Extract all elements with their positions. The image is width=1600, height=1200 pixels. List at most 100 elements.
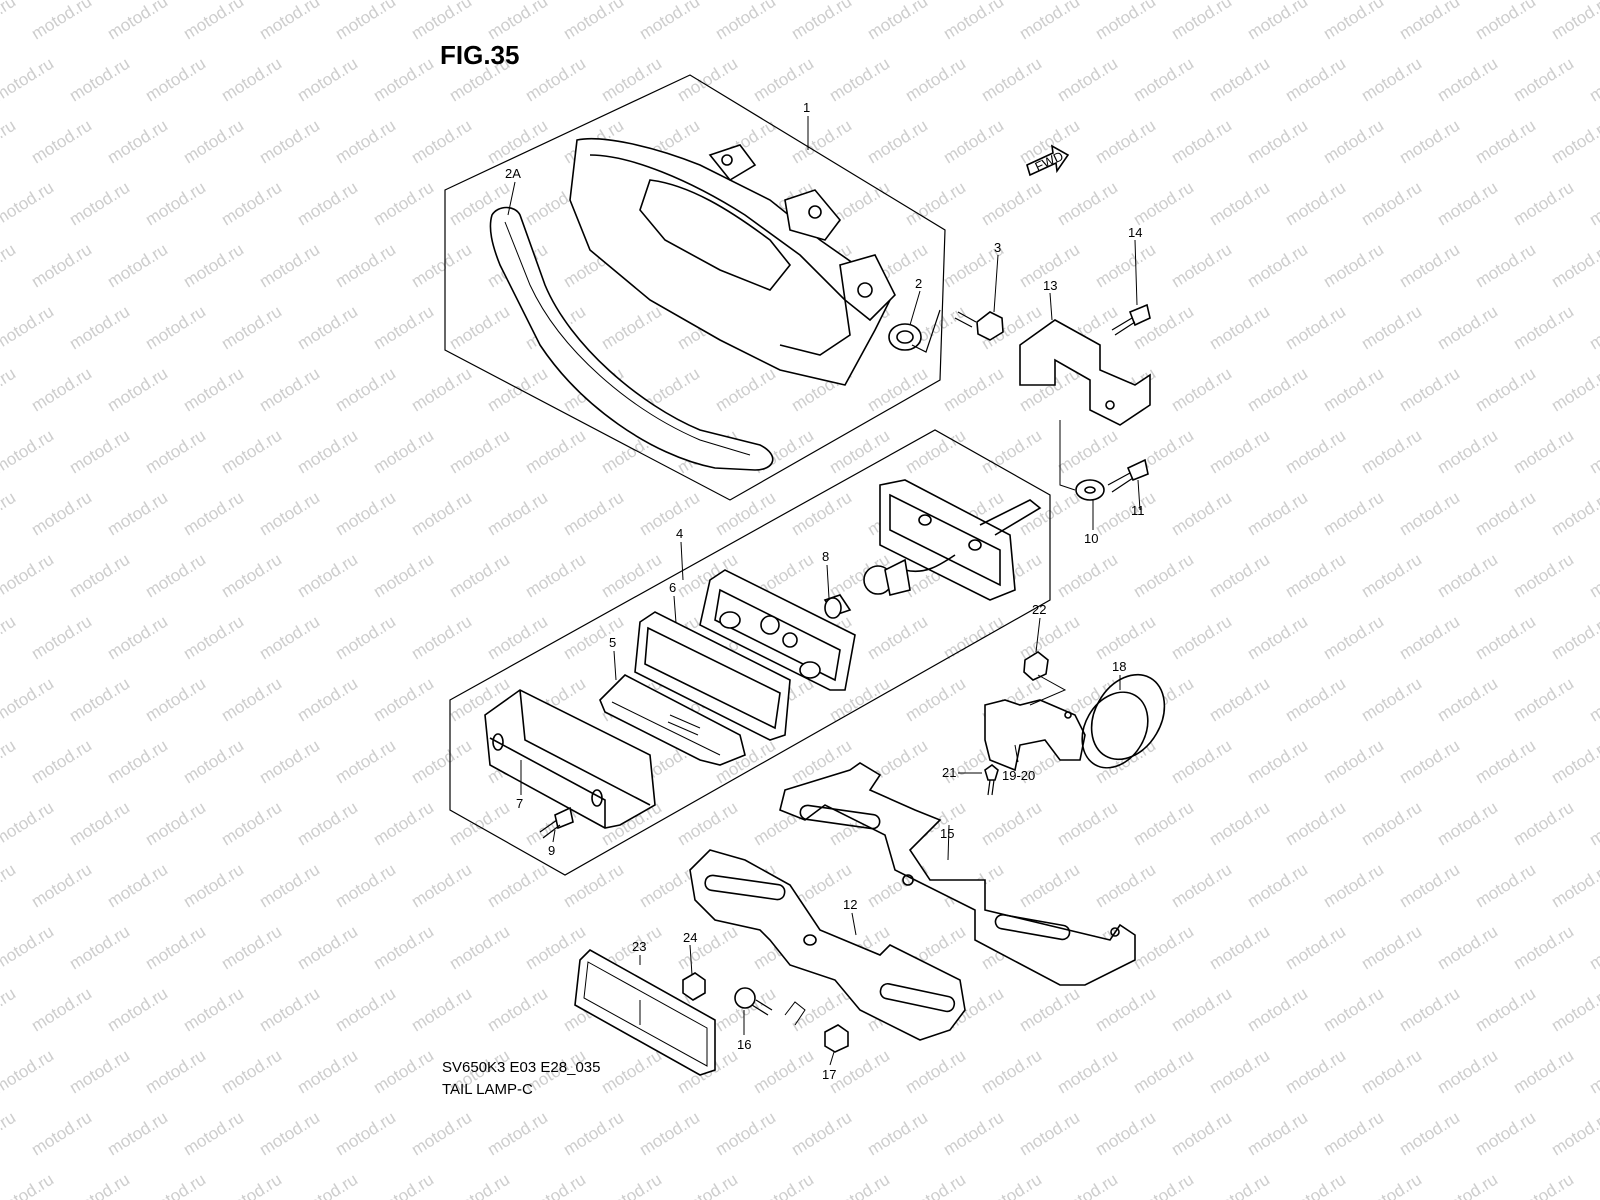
watermark-text: motod.ru	[218, 1170, 285, 1200]
watermark-text: motod.ru	[788, 116, 855, 168]
watermark-text: motod.ru	[1434, 54, 1501, 106]
watermark-text: motod.ru	[1168, 860, 1235, 912]
watermark-text: motod.ru	[0, 1170, 57, 1200]
watermark-text: motod.ru	[218, 1046, 285, 1098]
watermark-text: motod.ru	[0, 116, 19, 168]
watermark-text: motod.ru	[0, 240, 19, 292]
watermark-text: motod.ru	[1586, 1170, 1600, 1200]
watermark-text: motod.ru	[294, 426, 361, 478]
watermark-text: motod.ru	[28, 364, 95, 416]
watermark-text: motod.ru	[0, 550, 57, 602]
watermark-text: motod.ru	[0, 364, 19, 416]
watermark-text: motod.ru	[636, 0, 703, 43]
watermark-text: motod.ru	[1472, 0, 1539, 43]
watermark-text: motod.ru	[1054, 1170, 1121, 1200]
watermark-text: motod.ru	[636, 488, 703, 540]
watermark-text: motod.ru	[1548, 736, 1600, 788]
watermark-text: motod.ru	[902, 1046, 969, 1098]
watermark-text: motod.ru	[446, 798, 513, 850]
watermark-text: motod.ru	[598, 1170, 665, 1200]
watermark-text: motod.ru	[1586, 54, 1600, 106]
callout-21: 21	[942, 765, 956, 780]
watermark-text: motod.ru	[1092, 1108, 1159, 1160]
watermark-text: motod.ru	[1054, 798, 1121, 850]
watermark-text: motod.ru	[180, 116, 247, 168]
watermark-text: motod.ru	[1054, 1046, 1121, 1098]
watermark-text: motod.ru	[750, 1046, 817, 1098]
watermark-text: motod.ru	[1358, 922, 1425, 974]
watermark-text: motod.ru	[788, 1108, 855, 1160]
watermark-text: motod.ru	[142, 674, 209, 726]
watermark-text: motod.ru	[218, 674, 285, 726]
watermark-text: motod.ru	[1396, 116, 1463, 168]
watermark-text: motod.ru	[484, 984, 551, 1036]
watermark-text: motod.ru	[978, 426, 1045, 478]
callout-23: 23	[632, 939, 646, 954]
figure-name: TAIL LAMP-C	[442, 1081, 533, 1098]
watermark-text: motod.ru	[66, 798, 133, 850]
callout-13: 13	[1043, 278, 1057, 293]
watermark-text: motod.ru	[28, 0, 95, 43]
watermark-text: motod.ru	[66, 1046, 133, 1098]
watermark-text: motod.ru	[1054, 54, 1121, 106]
watermark-text: motod.ru	[1472, 612, 1539, 664]
callout-4: 4	[676, 526, 683, 541]
watermark-text: motod.ru	[1320, 984, 1387, 1036]
callout-18: 18	[1112, 659, 1126, 674]
watermark-text: motod.ru	[1206, 54, 1273, 106]
watermark-text: motod.ru	[370, 54, 437, 106]
watermark-text: motod.ru	[1016, 0, 1083, 43]
callout-6: 6	[669, 580, 676, 595]
watermark-text: motod.ru	[1130, 798, 1197, 850]
watermark-text: motod.ru	[864, 116, 931, 168]
watermark-text: motod.ru	[864, 0, 931, 43]
watermark-text: motod.ru	[256, 860, 323, 912]
watermark-text: motod.ru	[636, 1108, 703, 1160]
watermark-text: motod.ru	[1016, 612, 1083, 664]
lens-gasket-part	[489, 206, 774, 471]
watermark-text: motod.ru	[408, 1108, 475, 1160]
watermark-text: motod.ru	[446, 302, 513, 354]
watermark-text: motod.ru	[1434, 550, 1501, 602]
watermark-text: motod.ru	[180, 736, 247, 788]
callout-10: 10	[1084, 531, 1098, 546]
watermark-text: motod.ru	[1434, 302, 1501, 354]
watermark-text: motod.ru	[1320, 736, 1387, 788]
watermark-text: motod.ru	[1054, 178, 1121, 230]
watermark-text: motod.ru	[370, 674, 437, 726]
watermark-text: motod.ru	[1434, 1046, 1501, 1098]
watermark-text: motod.ru	[1548, 488, 1600, 540]
watermark-text: motod.ru	[1434, 426, 1501, 478]
watermark-text: motod.ru	[180, 612, 247, 664]
watermark-text: motod.ru	[674, 1170, 741, 1200]
watermark-text: motod.ru	[826, 1170, 893, 1200]
watermark-text: motod.ru	[1548, 240, 1600, 292]
bolt-16-part	[734, 987, 806, 1026]
watermark-text: motod.ru	[978, 178, 1045, 230]
watermark-text: motod.ru	[370, 178, 437, 230]
watermark-text: motod.ru	[1206, 798, 1273, 850]
watermark-text: motod.ru	[294, 54, 361, 106]
bracket-19-20-part	[984, 699, 1086, 772]
lens-7-part	[484, 689, 656, 829]
callout-22: 22	[1032, 602, 1046, 617]
tail-lamp-housing-part	[569, 137, 896, 386]
watermark-text: motod.ru	[294, 674, 361, 726]
watermark-text: motod.ru	[1434, 798, 1501, 850]
bracket-13-part	[1019, 319, 1151, 426]
watermark-text: motod.ru	[1548, 860, 1600, 912]
watermark-text: motod.ru	[522, 426, 589, 478]
reflector-5-part	[599, 674, 746, 766]
watermark-text: motod.ru	[1282, 1170, 1349, 1200]
watermark-text: motod.ru	[0, 0, 19, 43]
screw-21-part	[984, 763, 999, 796]
watermark-text: motod.ru	[218, 426, 285, 478]
watermark-text: motod.ru	[1396, 612, 1463, 664]
watermark-text: motod.ru	[1358, 178, 1425, 230]
watermark-text: motod.ru	[294, 178, 361, 230]
watermark-text: motod.ru	[1320, 116, 1387, 168]
watermark-text: motod.ru	[484, 364, 551, 416]
watermark-text: motod.ru	[256, 116, 323, 168]
watermark-text: motod.ru	[446, 922, 513, 974]
watermark-text: motod.ru	[1434, 1170, 1501, 1200]
